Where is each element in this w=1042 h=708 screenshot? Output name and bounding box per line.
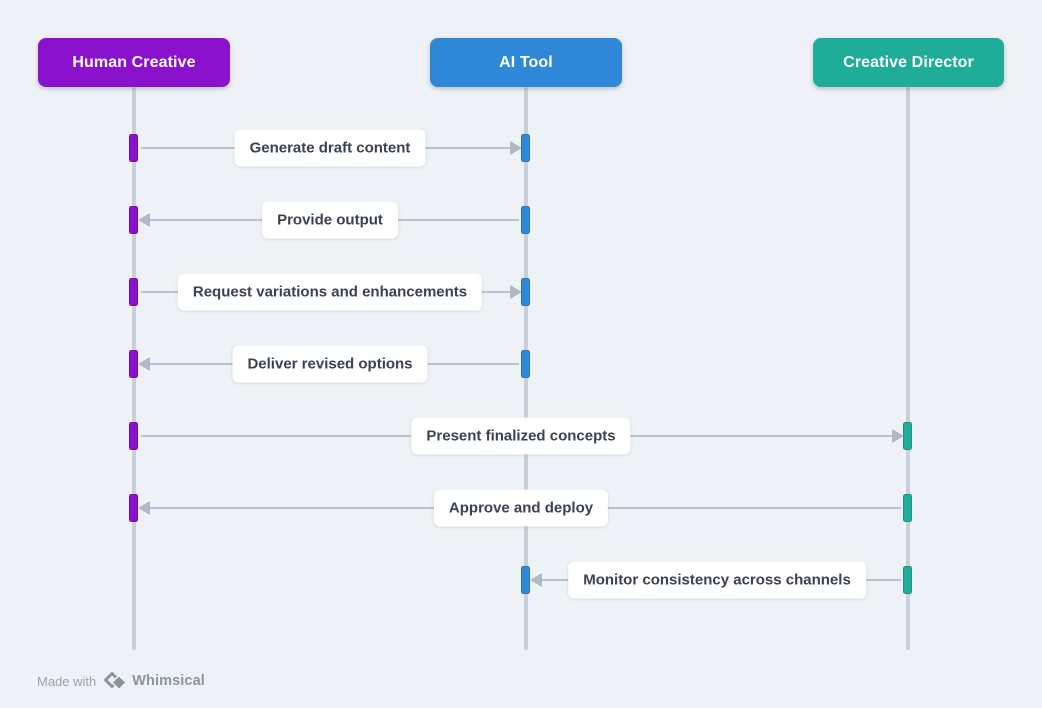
activation-bar-ai-tool <box>521 566 530 594</box>
activation-bar-human-creative <box>129 278 138 306</box>
whimsical-brand-text: Whimsical <box>132 673 205 689</box>
activation-bar-human-creative <box>129 134 138 162</box>
activation-bar-creative-director <box>903 494 912 522</box>
message-row-5: Present finalized concepts <box>139 417 904 455</box>
arrowhead-left-icon <box>138 501 150 515</box>
message-label[interactable]: Deliver revised options <box>232 345 428 383</box>
activation-bar-human-creative <box>129 422 138 450</box>
message-row-2: Provide output <box>138 201 521 239</box>
activation-bar-human-creative <box>129 206 138 234</box>
message-row-1: Generate draft content <box>139 129 522 167</box>
message-label[interactable]: Approve and deploy <box>433 489 609 527</box>
activation-bar-human-creative <box>129 494 138 522</box>
message-row-3: Request variations and enhancements <box>139 273 522 311</box>
message-label[interactable]: Request variations and enhancements <box>177 273 483 311</box>
activation-bar-creative-director <box>903 566 912 594</box>
whimsical-logo-icon <box>104 672 127 691</box>
message-row-4: Deliver revised options <box>138 345 521 383</box>
arrowhead-left-icon <box>530 573 542 587</box>
message-label[interactable]: Monitor consistency across channels <box>568 561 866 599</box>
message-label[interactable]: Provide output <box>262 201 398 239</box>
message-label[interactable]: Generate draft content <box>234 129 426 167</box>
actor-ai-tool[interactable]: AI Tool <box>430 38 622 87</box>
made-with-whimsical-badge[interactable]: Made with Whimsical <box>37 669 205 693</box>
lifeline-creative-director <box>906 87 910 650</box>
message-row-7: Monitor consistency across channels <box>530 561 903 599</box>
arrowhead-right-icon <box>510 141 522 155</box>
activation-bar-creative-director <box>903 422 912 450</box>
actor-creative-director-label: Creative Director <box>843 53 974 71</box>
actor-human-creative-label: Human Creative <box>72 53 196 71</box>
activation-bar-ai-tool <box>521 350 530 378</box>
activation-bar-ai-tool <box>521 206 530 234</box>
activation-bar-ai-tool <box>521 134 530 162</box>
message-row-6: Approve and deploy <box>138 489 903 527</box>
activation-bar-ai-tool <box>521 278 530 306</box>
activation-bar-human-creative <box>129 350 138 378</box>
arrowhead-left-icon <box>138 357 150 371</box>
made-with-text: Made with <box>37 673 97 689</box>
message-label[interactable]: Present finalized concepts <box>411 417 631 455</box>
arrowhead-right-icon <box>510 285 522 299</box>
arrowhead-left-icon <box>138 213 150 227</box>
arrowhead-right-icon <box>892 429 904 443</box>
actor-human-creative[interactable]: Human Creative <box>38 38 230 87</box>
actor-ai-tool-label: AI Tool <box>499 53 553 71</box>
actor-creative-director[interactable]: Creative Director <box>813 38 1004 87</box>
